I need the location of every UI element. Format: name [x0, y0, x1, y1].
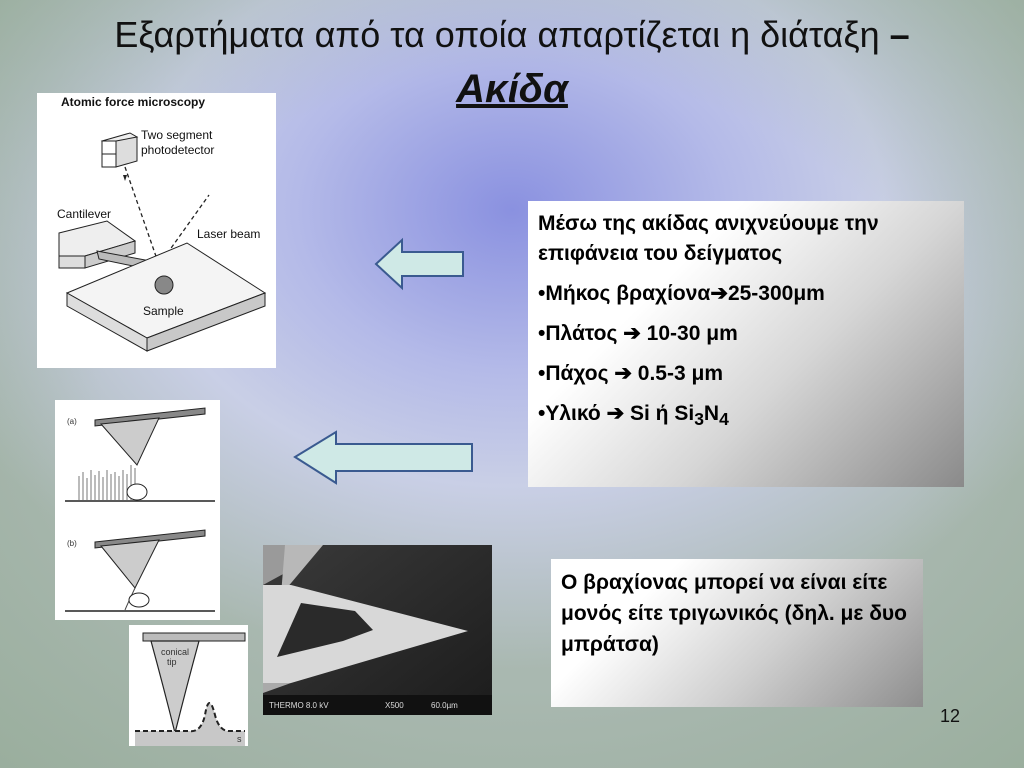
sem-caption-mid: X500: [385, 701, 404, 710]
spec-width: •Πλάτος ➔ 10-30 μm: [538, 322, 738, 345]
left-arrow-icon: [293, 430, 473, 485]
surface-label: s: [237, 734, 242, 744]
title-line1: Εξαρτήματα από τα οποία απαρτίζεται η δι…: [114, 14, 880, 55]
conical-tip-diagram: conical tip s: [129, 625, 248, 746]
left-arrow-icon: [374, 237, 464, 291]
spec-thickness: •Πάχος ➔ 0.5-3 μm: [538, 362, 724, 385]
cantilever-note-box: Ο βραχίονας μπορεί να είναι είτε μονός ε…: [551, 559, 923, 707]
specs-intro: Μέσω της ακίδας ανιχνεύουμε την επιφάνει…: [538, 212, 879, 265]
sem-caption-right: 60.0µm: [431, 701, 458, 710]
note-text: Ο βραχίονας μπορεί να είναι είτε μονός ε…: [561, 571, 907, 656]
slide-title: Εξαρτήματα από τα οποία απαρτίζεται η δι…: [40, 8, 984, 116]
photodetector-icon: [100, 132, 139, 168]
arrow-right-icon: ➔: [614, 362, 632, 385]
cantilever-specs-box: Μέσω της ακίδας ανιχνεύουμε την επιφάνει…: [528, 201, 964, 487]
title-line2: Ακίδα: [456, 67, 568, 111]
photodetector-label-2: photodetector: [141, 143, 214, 157]
label-a: (a): [67, 417, 77, 426]
sem-caption-left: THERMO 8.0 kV: [269, 701, 329, 710]
arrow-right-icon: ➔: [623, 322, 641, 345]
arrow-right-icon: ➔: [710, 282, 728, 305]
sample-sphere: [154, 275, 174, 295]
sample-label: Sample: [143, 304, 184, 318]
label-b: (b): [67, 539, 77, 548]
spec-length: •Μήκος βραχίονα➔25-300μm: [538, 282, 825, 305]
title-dash: –: [889, 14, 910, 55]
conical-label-1: conical: [161, 647, 189, 657]
arrow-right-icon: ➔: [606, 402, 625, 425]
spec-material: •Υλικό ➔ Si ή Si3N4: [538, 402, 729, 430]
laser-label: Laser beam: [197, 227, 260, 241]
afm-heading: Atomic force microscopy: [61, 95, 205, 109]
cantilever-label: Cantilever: [57, 207, 111, 221]
sem-micrograph: THERMO 8.0 kV X500 60.0µm: [263, 545, 492, 715]
tip-approach-diagram: (a) (b): [55, 400, 220, 620]
afm-diagram: Atomic force microscopy Two segment phot…: [37, 93, 276, 368]
conical-label-2: tip: [167, 657, 177, 667]
photodetector-label-1: Two segment: [141, 128, 213, 142]
page-number: 12: [939, 706, 961, 726]
